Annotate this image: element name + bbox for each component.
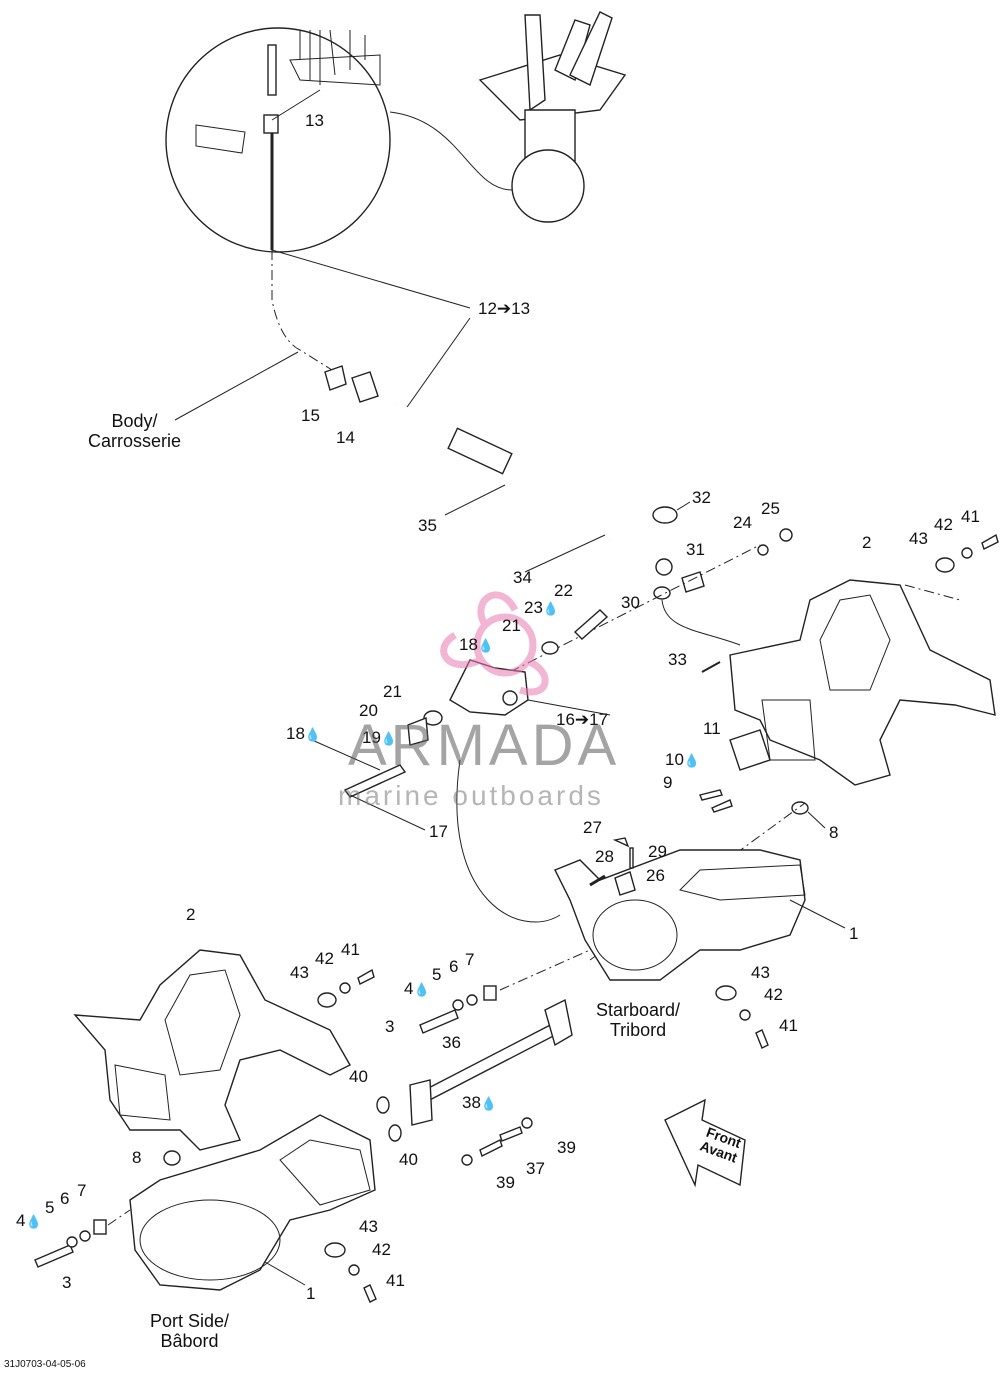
- callout-19: 19💧: [362, 728, 398, 747]
- callout-41b: 41: [779, 1016, 798, 1035]
- callout-4b: 4💧: [16, 1211, 42, 1230]
- callout-1b: 1: [306, 1284, 316, 1303]
- callout-42c: 42: [315, 949, 334, 968]
- callout-5: 5: [432, 965, 442, 984]
- callout-43: 43: [909, 529, 928, 548]
- drop-icon: 💧: [477, 638, 495, 653]
- watermark-title: ARMADA: [348, 713, 621, 778]
- callout-40b: 40: [399, 1150, 418, 1169]
- cable-35: [394, 403, 612, 573]
- callout-37: 37: [526, 1159, 545, 1178]
- parts-30-32: [652, 501, 741, 646]
- watermark-logo: [440, 591, 549, 696]
- drop-icon: 💧: [304, 727, 322, 742]
- bracket-port: [73, 949, 351, 1151]
- callout-27: 27: [583, 818, 602, 837]
- diagram-code: 31J0703-04-05-06: [4, 1359, 86, 1370]
- callout-7: 7: [465, 950, 475, 969]
- callout-3: 3: [385, 1017, 395, 1036]
- callout-22: 22: [554, 581, 573, 600]
- shaft-36: [409, 998, 573, 1126]
- callout-16-17: 16➔17: [556, 710, 609, 729]
- callout-8b: 8: [132, 1148, 142, 1167]
- callout-17: 17: [429, 822, 448, 841]
- callout-25: 25: [761, 499, 780, 518]
- body-label: Body/ Carrosserie: [88, 411, 182, 451]
- callout-31: 31: [686, 540, 705, 559]
- callout-12-13: 12➔13: [478, 299, 531, 318]
- drop-icon: 💧: [683, 753, 701, 768]
- callout-30: 30: [621, 593, 640, 612]
- lever-16: [449, 659, 611, 716]
- callout-41: 41: [961, 507, 980, 526]
- throttle-box: [478, 11, 627, 223]
- drop-icon: 💧: [413, 982, 430, 997]
- callout-21: 21: [502, 616, 521, 635]
- callout-41d: 41: [386, 1271, 405, 1290]
- callout-4: 4💧: [404, 979, 430, 998]
- part-15-14: [324, 365, 379, 403]
- callout-28: 28: [595, 847, 614, 866]
- callout-36: 36: [442, 1033, 461, 1052]
- callout-39b: 39: [496, 1173, 515, 1192]
- callout-9: 9: [663, 773, 673, 792]
- callout-34: 34: [513, 568, 532, 587]
- callout-26: 26: [646, 866, 665, 885]
- callout-43c: 43: [290, 963, 309, 982]
- callout-21b: 21: [383, 682, 402, 701]
- drop-icon: 💧: [380, 731, 398, 746]
- callout-20: 20: [359, 701, 378, 720]
- callout-6: 6: [449, 957, 459, 976]
- watermark-subtitle: marine outboards: [338, 780, 604, 811]
- callout-29: 29: [648, 842, 667, 861]
- callout-2: 2: [862, 533, 872, 552]
- callout-38: 38💧: [462, 1093, 498, 1112]
- callout-18: 18💧: [459, 635, 495, 654]
- drop-icon: 💧: [25, 1214, 42, 1229]
- callout-15: 15: [301, 406, 320, 425]
- callout-42d: 42: [372, 1240, 391, 1259]
- port-label: Port Side/ Bâbord: [150, 1311, 230, 1351]
- callout-24: 24: [733, 513, 752, 532]
- callout-42b: 42: [764, 985, 783, 1004]
- callout-6b: 6: [60, 1189, 70, 1208]
- callout-23: 23💧: [524, 598, 560, 617]
- callout-18b: 18💧: [286, 724, 322, 743]
- callout-11: 11: [703, 719, 721, 738]
- front-arrow-icon: [664, 1098, 746, 1188]
- drop-icon: 💧: [480, 1096, 498, 1111]
- callout-2b: 2: [186, 905, 196, 924]
- callout-10: 10💧: [665, 750, 701, 769]
- callout-32: 32: [692, 488, 711, 507]
- nozzle-starboard: [554, 849, 846, 981]
- callout-42: 42: [934, 515, 953, 534]
- callout-13: 13: [305, 111, 324, 130]
- drop-icon: 💧: [542, 601, 560, 616]
- callout-43d: 43: [359, 1217, 378, 1236]
- detail-circle: [165, 27, 391, 253]
- bracket-starboard: [729, 579, 996, 786]
- callout-3b: 3: [62, 1273, 72, 1292]
- callout-33: 33: [668, 650, 687, 669]
- callout-39: 39: [557, 1138, 576, 1157]
- callout-7b: 7: [77, 1181, 87, 1200]
- callout-35: 35: [418, 516, 437, 535]
- starboard-label: Starboard/ Tribord: [596, 1000, 681, 1040]
- callout-8: 8: [829, 823, 839, 842]
- callout-1: 1: [849, 924, 859, 943]
- callout-41c: 41: [341, 940, 360, 959]
- callout-14: 14: [336, 428, 355, 447]
- callout-43b: 43: [751, 963, 770, 982]
- callout-5b: 5: [45, 1198, 55, 1217]
- callout-40: 40: [349, 1067, 368, 1086]
- nozzle-port: [129, 1114, 376, 1291]
